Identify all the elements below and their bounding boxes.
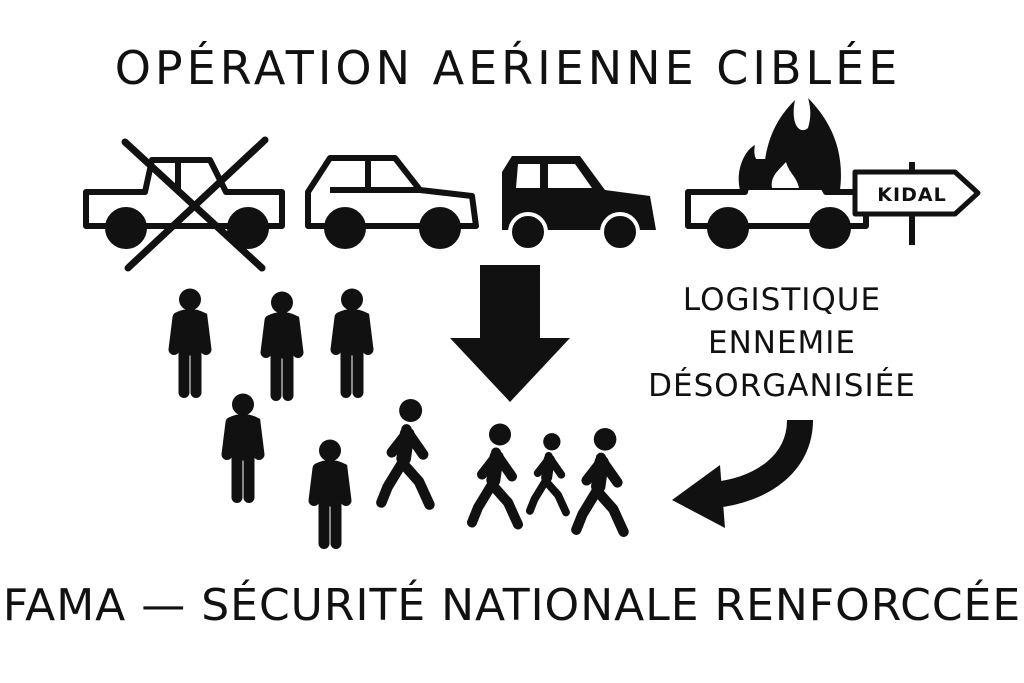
person-icon <box>227 394 259 498</box>
sign-label: KIDAL <box>877 184 946 206</box>
side-text-line-2: ENNEMIE <box>708 325 856 361</box>
suv-icon <box>502 156 656 252</box>
walking-person-icon <box>472 424 518 525</box>
down-arrow-icon <box>450 265 570 402</box>
side-text-line-1: LOGISTIQUE <box>683 282 881 318</box>
destroyed-pickup-icon <box>83 157 285 249</box>
bottom-caption: FAMA — SÉCURITÉ NATIONALE RENFORCCÉE <box>3 578 1021 631</box>
sedan-icon <box>305 155 479 249</box>
cross-mark-icon <box>121 136 269 272</box>
kidal-signpost: KIDAL <box>852 162 981 245</box>
walking-person-icon <box>576 428 623 532</box>
curved-arrow-icon <box>672 419 813 528</box>
person-icon <box>336 289 368 393</box>
title: OPÉRATION AEŔIENNE CIBLÉE <box>115 41 902 95</box>
person-icon <box>174 289 206 393</box>
walking-person-icon <box>530 433 566 512</box>
person-icon <box>266 292 298 396</box>
walking-person-icon <box>381 399 429 505</box>
person-icon <box>314 440 346 544</box>
side-text-line-3: DÉSORGANISIÉE <box>648 368 916 404</box>
burning-pickup-icon <box>685 159 869 249</box>
flames-icon <box>738 98 841 190</box>
